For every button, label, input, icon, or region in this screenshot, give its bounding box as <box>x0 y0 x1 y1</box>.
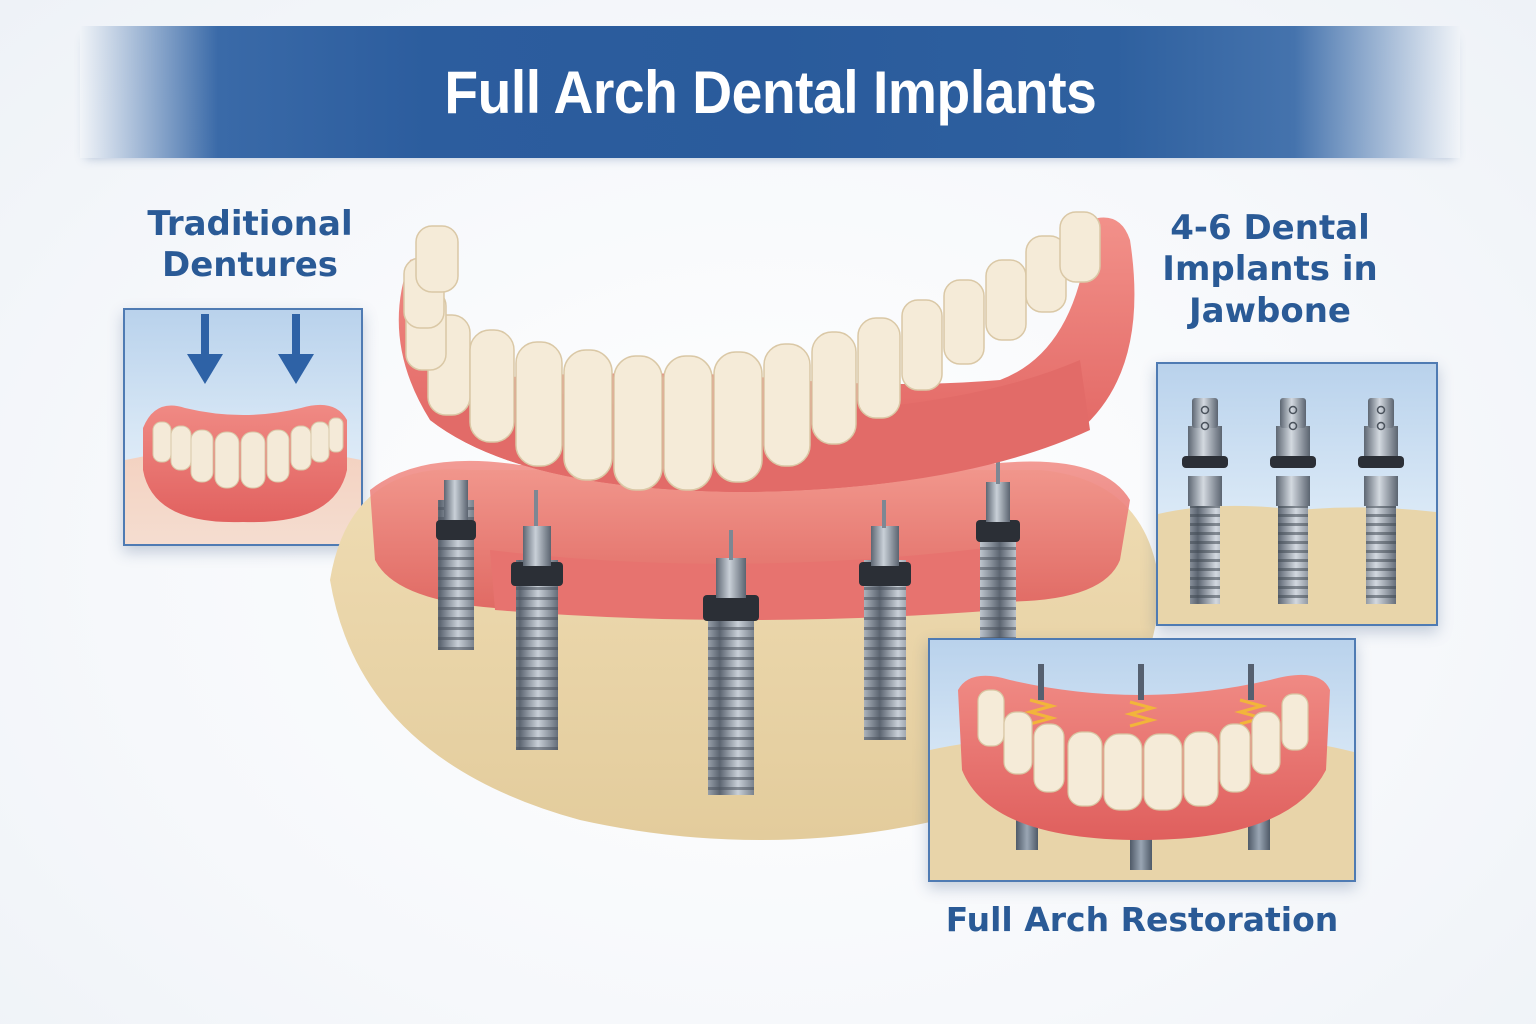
title-banner: Full Arch Dental Implants <box>80 26 1460 158</box>
traditional-dentures-panel <box>123 308 363 546</box>
implant <box>1182 398 1228 604</box>
implants-in-jawbone-label: 4-6 Dental Implants in Jawbone <box>1162 208 1378 331</box>
implant <box>1358 398 1404 604</box>
implant <box>1270 398 1316 604</box>
implant <box>976 456 1020 650</box>
page-title: Full Arch Dental Implants <box>443 58 1096 126</box>
implant <box>511 490 563 750</box>
down-arrow-icon <box>187 314 223 384</box>
traditional-dentures-label: Traditional Dentures <box>147 204 353 286</box>
full-arch-restoration-label: Full Arch Restoration <box>945 900 1339 939</box>
implant <box>703 530 759 795</box>
implant <box>859 500 911 740</box>
implant <box>436 480 476 650</box>
implants-in-jawbone-panel <box>1156 362 1438 626</box>
full-arch-restoration-panel <box>928 638 1356 882</box>
down-arrow-icon <box>278 314 314 384</box>
